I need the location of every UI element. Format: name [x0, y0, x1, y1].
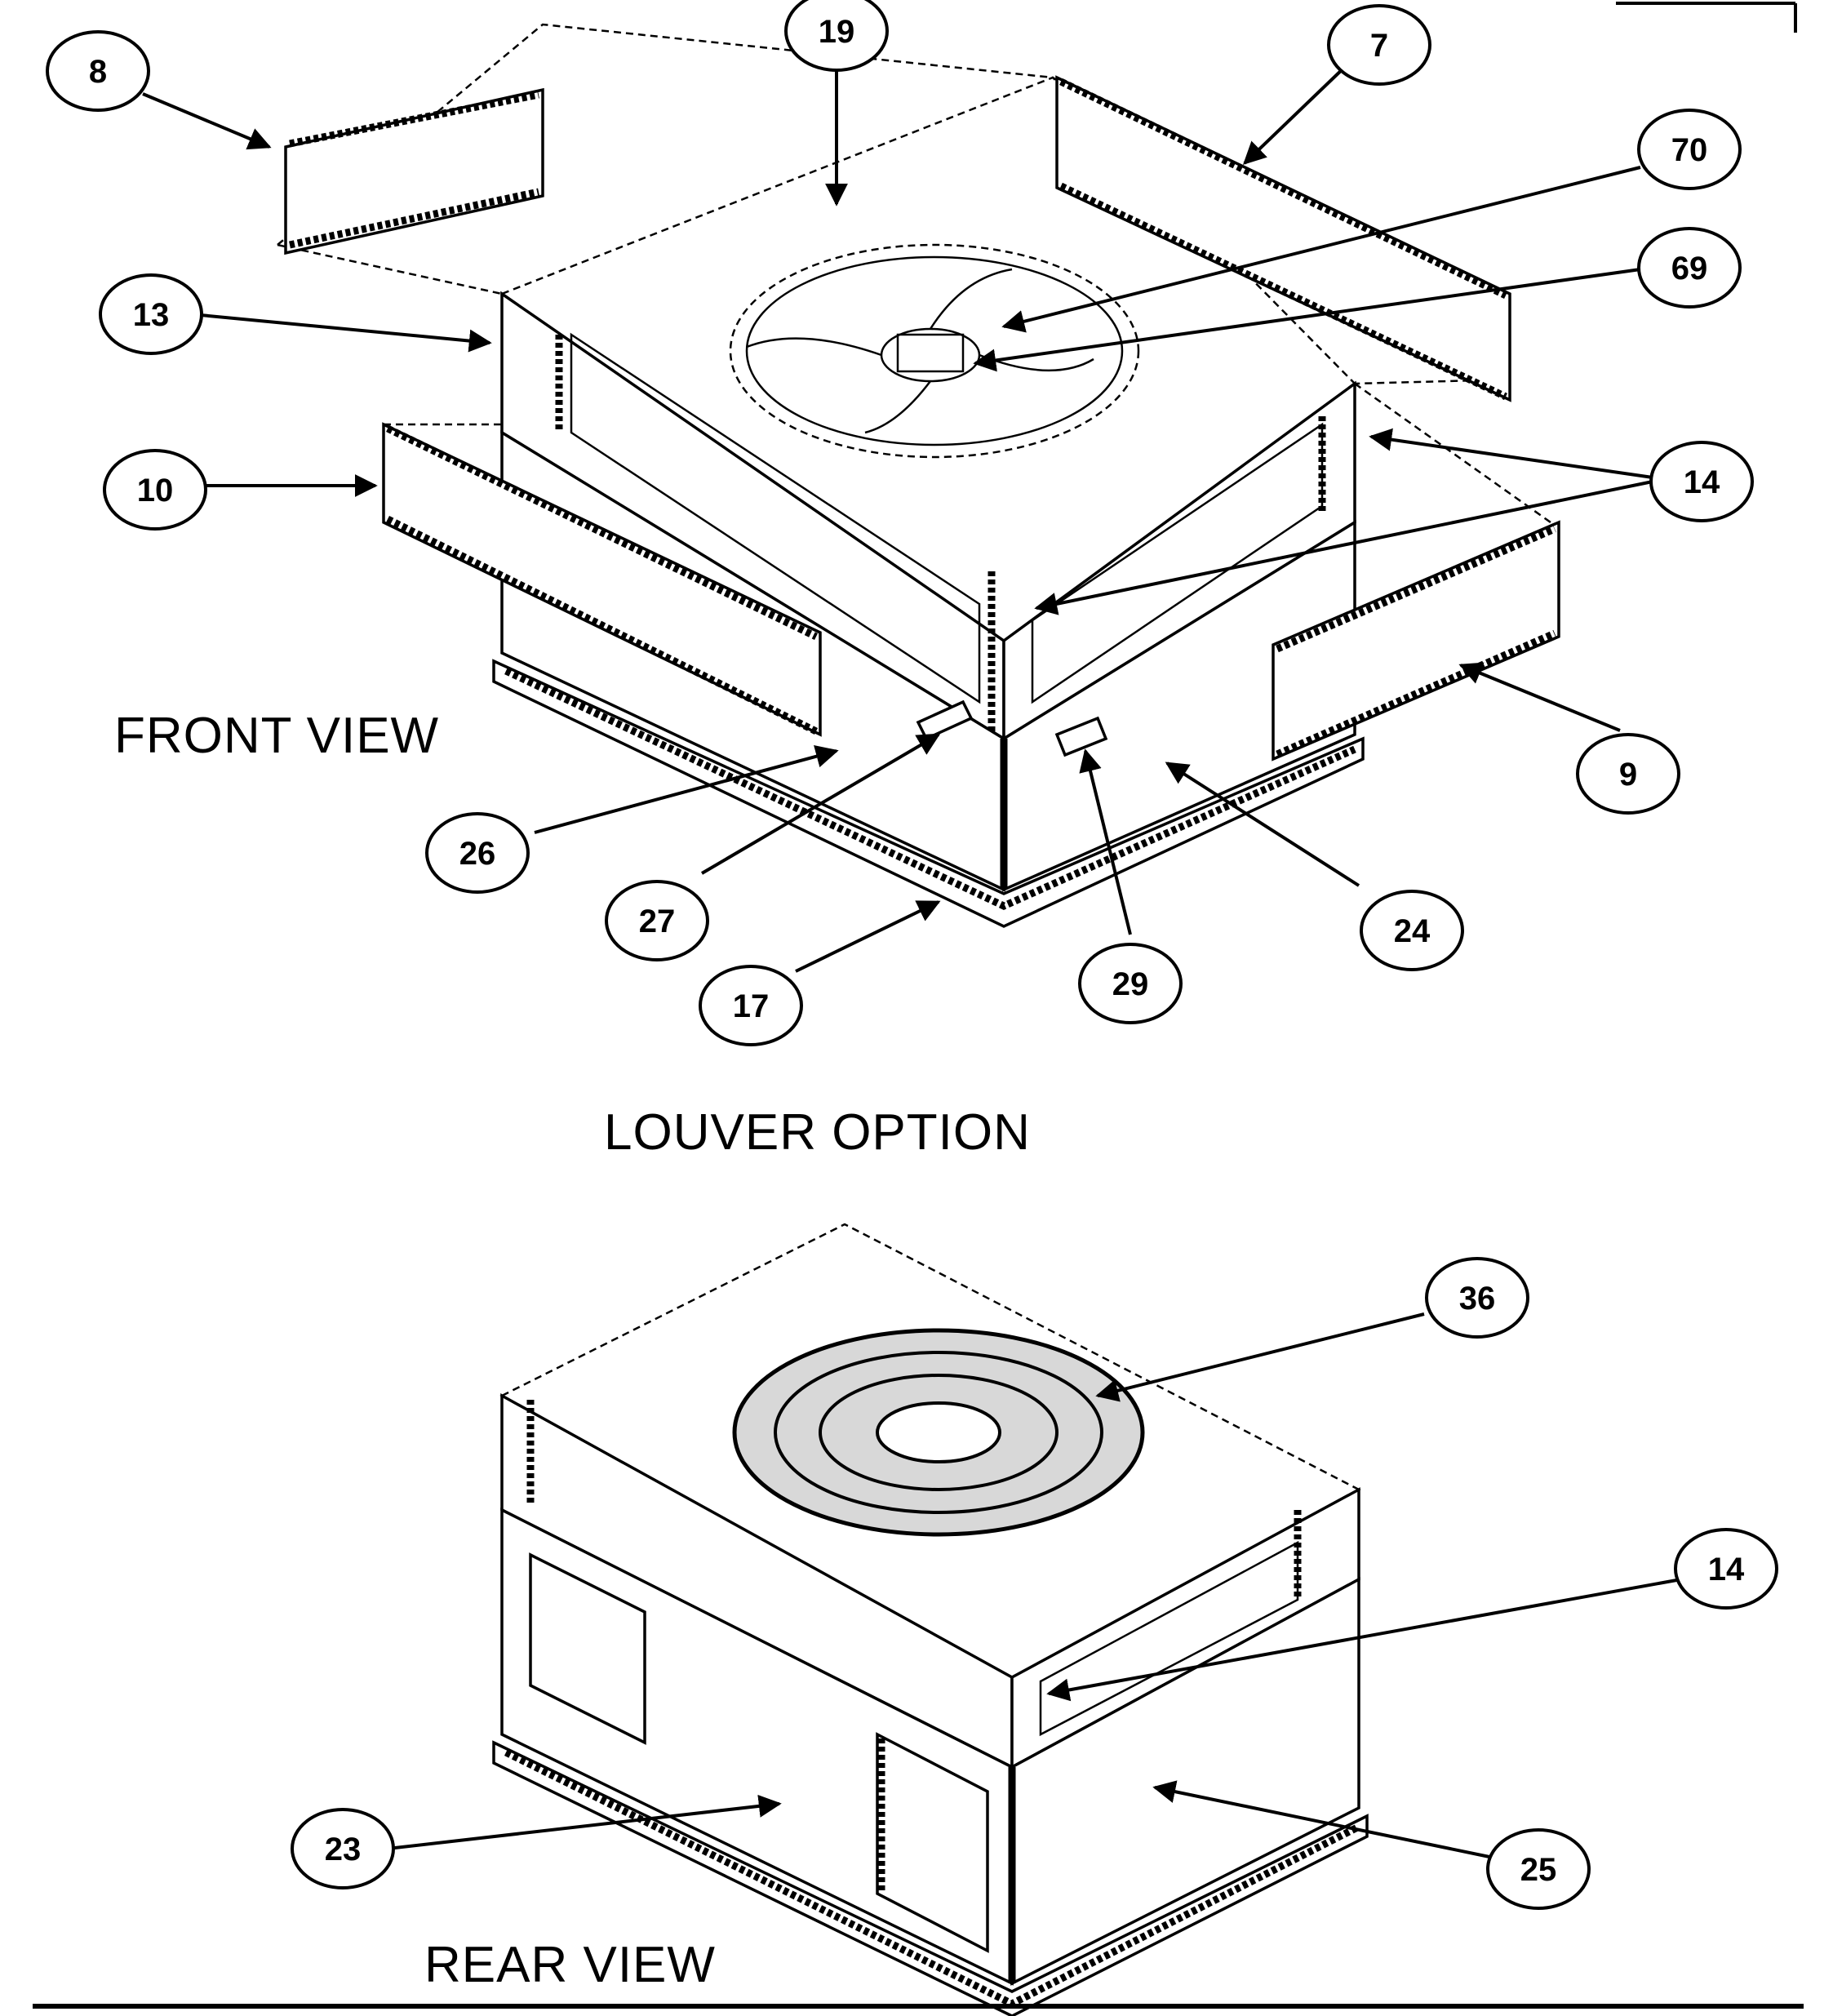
exploded-guide-b: [277, 243, 503, 295]
fan-grille-ring-2: [819, 1374, 1059, 1491]
callout-24: 24: [1360, 890, 1464, 971]
callout-label: 9: [1619, 757, 1637, 793]
fan-guard-outline: [729, 243, 1140, 459]
fan-blades: [746, 268, 1094, 434]
louver-9-hatch-top: [1276, 525, 1556, 653]
callout-17: 17: [699, 965, 803, 1046]
callout-label: 17: [733, 988, 770, 1024]
fan-orifice: [745, 255, 1124, 446]
leader-25: [1152, 1780, 1490, 1858]
leader-9: [1458, 662, 1621, 732]
callout-label: 10: [137, 473, 174, 508]
callout-13: 13: [99, 273, 203, 355]
louver-8-hatch-bottom: [289, 188, 539, 249]
callout-label: 27: [639, 904, 676, 939]
louver-10-hatch-top: [386, 424, 818, 641]
callout-balloons: 8 19 7 70 69 13 10 14: [46, 0, 1778, 1910]
callout-14-front: 14: [1649, 441, 1754, 522]
callout-label: 7: [1370, 28, 1388, 64]
callout-69: 69: [1637, 227, 1742, 309]
louver-panel-10: [382, 422, 822, 737]
front-band-window-left: [570, 332, 981, 704]
leader-27: [700, 733, 941, 875]
base-pan: [492, 659, 1365, 928]
leader-26: [534, 745, 839, 834]
louver-9-hatch-bottom: [1276, 629, 1556, 758]
callout-19: 19: [784, 0, 889, 72]
louver-panel-8: [284, 87, 544, 255]
callout-23: 23: [291, 1808, 395, 1889]
callout-label: 69: [1671, 251, 1708, 286]
callout-label: 13: [133, 297, 170, 333]
callout-label: 8: [89, 54, 107, 90]
leader-14b: [1046, 1578, 1682, 1702]
leader-17: [795, 900, 941, 973]
louver-7-hatch-bottom: [1059, 182, 1507, 401]
fan-grille-ring-1: [774, 1351, 1103, 1514]
callout-70: 70: [1637, 109, 1742, 190]
callout-10: 10: [103, 449, 207, 531]
leader-36: [1095, 1312, 1425, 1402]
callout-label: 14: [1684, 464, 1720, 500]
louver-option-label: LOUVER OPTION: [604, 1104, 1031, 1161]
leader-23: [387, 1794, 782, 1850]
leader-14a-1: [1369, 428, 1653, 479]
rear-view-unit: [492, 1223, 1369, 2016]
rear-base-pan: [492, 1740, 1369, 2016]
callout-label: 29: [1112, 966, 1149, 1002]
callout-36: 36: [1425, 1257, 1529, 1339]
control-box-27: [916, 699, 974, 741]
callout-label: 23: [325, 1832, 362, 1867]
exploded-guide-e: [1354, 382, 1551, 524]
leader-8: [142, 92, 272, 150]
callout-29: 29: [1078, 943, 1183, 1024]
callout-label: 36: [1459, 1281, 1496, 1317]
callout-label: 25: [1520, 1852, 1557, 1888]
callout-label: 14: [1708, 1552, 1745, 1587]
leader-14a-2: [1034, 480, 1653, 615]
callout-9: 9: [1576, 733, 1680, 815]
louver-7-hatch-top: [1059, 78, 1507, 300]
louver-10-hatch-bottom: [386, 515, 818, 735]
callout-27: 27: [605, 880, 709, 961]
fan-hub: [880, 327, 981, 383]
rear-opening-left: [529, 1552, 646, 1745]
leader-29: [1079, 748, 1132, 935]
leader-13: [191, 313, 492, 353]
callout-label: 24: [1394, 913, 1431, 949]
callout-26: 26: [425, 812, 530, 894]
fan-grille-hub: [876, 1401, 1001, 1463]
rear-band-window-right: [1039, 1540, 1299, 1737]
fan-motor: [896, 333, 965, 373]
callout-label: 70: [1671, 132, 1708, 168]
rear-access-panel: [876, 1732, 989, 1953]
callout-label: 19: [819, 14, 855, 50]
callout-7: 7: [1327, 4, 1431, 86]
callout-8: 8: [46, 30, 150, 112]
leader-24: [1165, 762, 1360, 887]
front-view-label: FRONT VIEW: [114, 708, 439, 764]
callout-25: 25: [1486, 1828, 1591, 1910]
leader-7: [1242, 64, 1348, 165]
base-pan-hatch: [504, 667, 1356, 910]
exploded-guide-c: [1052, 76, 1514, 385]
leader-lines: [142, 64, 1682, 1858]
callout-label: 26: [459, 836, 496, 872]
louver-8-hatch-top: [289, 91, 539, 148]
rear-view-label: REAR VIEW: [424, 1937, 716, 1993]
leader-70: [1001, 166, 1641, 333]
callout-14-rear: 14: [1674, 1528, 1778, 1610]
front-view-unit: [277, 23, 1560, 928]
service-valve-29: [1054, 716, 1108, 757]
louver-panel-9: [1272, 520, 1560, 762]
leader-69: [973, 268, 1641, 372]
